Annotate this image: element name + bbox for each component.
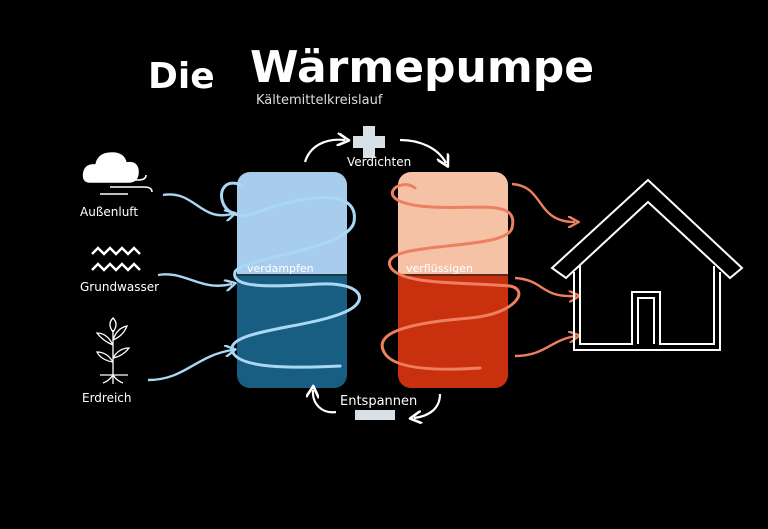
expansion-label: Entspannen: [340, 394, 417, 409]
source-label-air: Außenluft: [80, 205, 138, 219]
expansion-arrow-right: [414, 393, 442, 418]
condenser-label: verflüssigen: [406, 262, 473, 275]
evaporator-bottom-section: [237, 274, 347, 388]
source-label-groundwater: Grundwasser: [80, 280, 159, 294]
minus-icon: [355, 410, 395, 420]
condenser-top-fill: [398, 250, 508, 276]
cloud-wind-icon: [82, 152, 153, 195]
evaporator-bottom-fill: [237, 274, 347, 300]
outflow-arrow-middle: [514, 276, 576, 296]
inflow-arrow-groundwater: [157, 273, 232, 286]
page-title: Wärmepumpe: [250, 42, 594, 93]
expansion-arrow-left: [313, 390, 337, 414]
evaporator-tank: verdampfen: [237, 172, 347, 388]
evaporator-label: verdampfen: [247, 262, 314, 275]
plus-icon: [353, 126, 385, 158]
compressor-arrow-left: [303, 140, 345, 163]
house-icon: [550, 178, 744, 351]
page-subtitle: Kältemittelkreislauf: [256, 93, 383, 108]
outflow-arrow-bottom: [514, 336, 576, 358]
source-label-soil: Erdreich: [82, 391, 132, 405]
inflow-arrow-air: [162, 193, 232, 215]
water-waves-icon: [91, 246, 141, 272]
condenser-bottom-section: [398, 274, 508, 388]
plant-roots-icon: [95, 317, 131, 384]
compressor-label: Verdichten: [347, 155, 411, 169]
inflow-arrow-soil: [147, 350, 232, 382]
outflow-arrow-top: [511, 182, 575, 222]
warm-refrigerant-coil: [380, 183, 521, 371]
title-prefix: Die: [148, 56, 215, 97]
compressor-arrow-right: [399, 138, 446, 163]
